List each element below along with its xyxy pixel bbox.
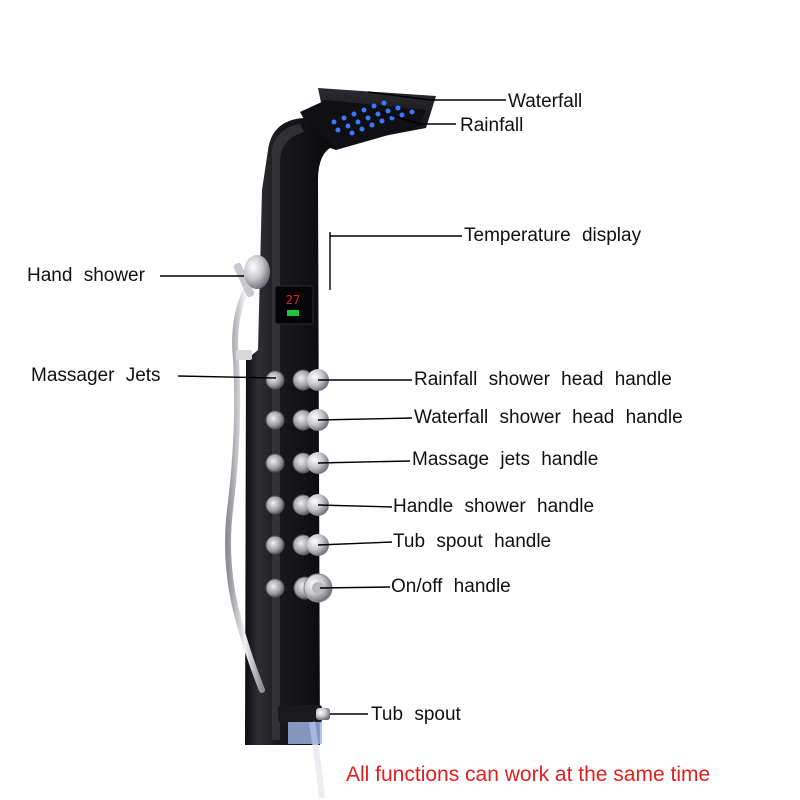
label-hand-shower: Hand shower xyxy=(27,265,145,286)
hand-shower-handle-grip xyxy=(233,262,255,298)
label-massage-jets-handle: Massage jets handle xyxy=(412,449,599,470)
label-hand-shower-handle: Handle shower handle xyxy=(393,496,595,517)
hand-shower-holder xyxy=(236,350,252,360)
label-rainfall-handle: Rainfall shower head handle xyxy=(414,369,672,390)
label-waterfall-handle: Waterfall shower head handle xyxy=(414,407,683,428)
diverter-bases xyxy=(292,369,317,600)
display-green-bar xyxy=(287,310,299,316)
tub-spout-nozzle xyxy=(316,708,330,720)
panel-body xyxy=(245,118,334,745)
shower-head-underside xyxy=(300,100,426,150)
label-onoff-handle: On/off handle xyxy=(391,576,511,597)
display-red-digits: 27 xyxy=(286,293,300,307)
caption: All functions can work at the same time xyxy=(346,763,711,786)
massage-jets xyxy=(265,370,285,598)
label-rainfall: Rainfall xyxy=(460,115,524,136)
label-tub-spout: Tub spout xyxy=(371,704,461,725)
bottom-sticker xyxy=(288,722,322,744)
tub-spout-block xyxy=(278,705,322,723)
label-temperature-display: Temperature display xyxy=(464,225,642,246)
label-tub-spout-handle: Tub spout handle xyxy=(393,531,552,552)
label-waterfall: Waterfall xyxy=(508,91,583,112)
callout-lines xyxy=(160,91,506,715)
rainfall-led-dots xyxy=(331,100,415,136)
hand-shower-head xyxy=(244,255,270,289)
temperature-display xyxy=(274,285,314,325)
hose xyxy=(225,287,265,693)
label-massager-jets: Massager Jets xyxy=(31,365,161,386)
